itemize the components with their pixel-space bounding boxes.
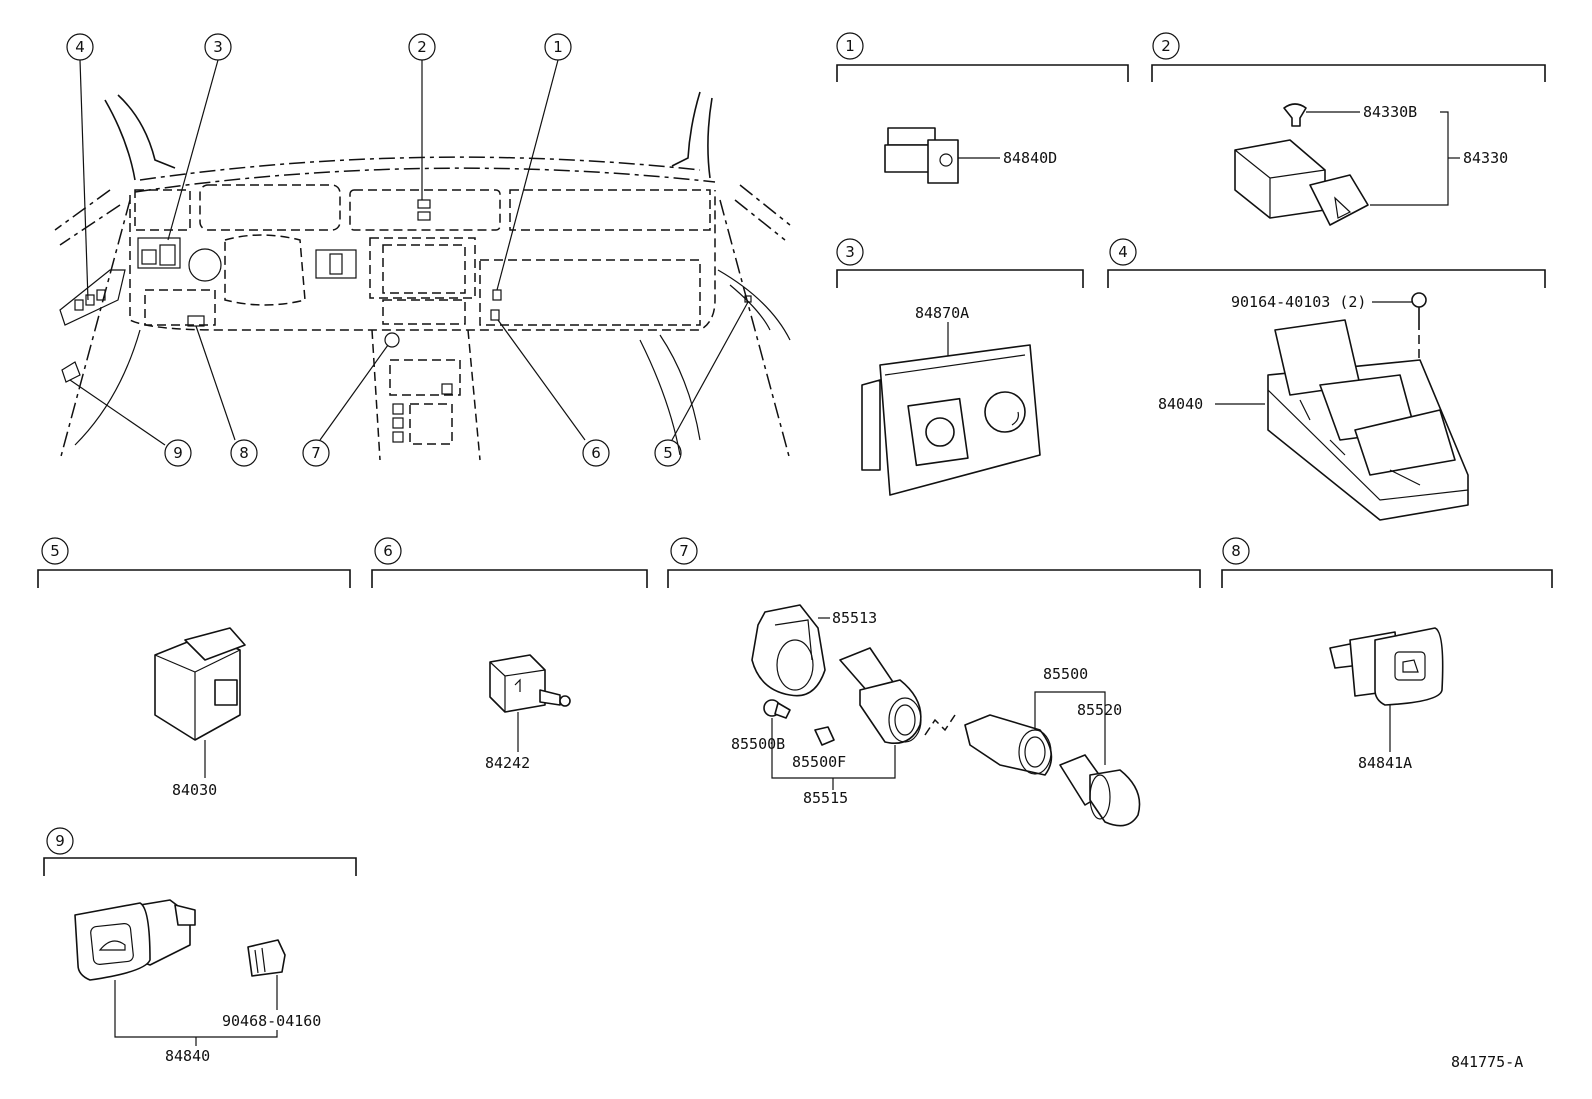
svg-text:7: 7 [311, 444, 321, 462]
label-84840: 84840 [165, 1047, 210, 1065]
label-84242: 84242 [485, 754, 530, 772]
section-9: 9 90468-04160 84840 [43, 827, 357, 1065]
label-90164-40103: 90164-40103 (2) [1231, 293, 1366, 311]
section-6: 6 84242 [371, 537, 648, 772]
dashboard-overview: 4 3 2 1 9 8 7 6 5 [54, 33, 791, 467]
svg-text:9: 9 [173, 444, 183, 462]
svg-text:3: 3 [213, 38, 223, 56]
label-85500B: 85500B [731, 735, 785, 753]
svg-text:5: 5 [50, 542, 60, 560]
svg-text:2: 2 [417, 38, 427, 56]
label-84030: 84030 [172, 781, 217, 799]
svg-text:4: 4 [75, 38, 85, 56]
callout-overview-4: 4 [66, 33, 94, 61]
svg-text:3: 3 [845, 243, 855, 261]
svg-text:1: 1 [845, 37, 855, 55]
callout-overview-2: 2 [408, 33, 436, 61]
label-84840D: 84840D [1003, 149, 1057, 167]
section-4: 4 90164-40103 (2) 84040 [1107, 238, 1546, 521]
part-image-85500-socket [964, 714, 1053, 776]
svg-text:9: 9 [55, 832, 65, 850]
section-3: 3 84870A [836, 238, 1084, 496]
callout-overview-5: 5 [654, 439, 682, 467]
label-84040: 84040 [1158, 395, 1203, 413]
label-90468-04160: 90468-04160 [222, 1012, 321, 1030]
part-image-85500F-cap [814, 726, 835, 746]
section-2: 2 84330B 84330 [1151, 32, 1546, 226]
clip-84330B [1283, 103, 1307, 127]
label-85513: 85513 [832, 609, 877, 627]
callout-overview-9: 9 [164, 439, 192, 467]
svg-text:1: 1 [553, 38, 563, 56]
svg-text:8: 8 [239, 444, 249, 462]
part-image-84841A [1329, 627, 1444, 706]
callout-overview-6: 6 [582, 439, 610, 467]
part-image-84840D [884, 127, 959, 184]
screw-90164 [1411, 292, 1427, 330]
label-85500F: 85500F [792, 753, 846, 771]
svg-text:7: 7 [679, 542, 689, 560]
label-84330: 84330 [1463, 149, 1508, 167]
part-image-85515-housing [839, 647, 922, 744]
label-84330B: 84330B [1363, 103, 1417, 121]
part-image-84242 [489, 654, 571, 713]
callout-overview-7: 7 [302, 439, 330, 467]
part-image-90468-04160 [247, 939, 286, 977]
part-image-84040 [1267, 319, 1469, 521]
section-5: 5 84030 [37, 537, 351, 799]
svg-text:6: 6 [591, 444, 601, 462]
label-84841A: 84841A [1358, 754, 1412, 772]
label-85520: 85520 [1077, 701, 1122, 719]
callout-overview-8: 8 [230, 439, 258, 467]
callout-overview-3: 3 [204, 33, 232, 61]
part-image-84840 [74, 899, 196, 981]
svg-text:2: 2 [1161, 37, 1171, 55]
part-image-85513 [751, 604, 826, 697]
svg-text:6: 6 [383, 542, 393, 560]
part-image-85500B-bulb [763, 699, 791, 719]
diagram-code: 841775-A [1451, 1053, 1523, 1071]
section-1: 1 84840D [836, 32, 1129, 184]
section-7: 7 85513 85500B 85500F 85515 [667, 537, 1201, 827]
part-image-85520-lighter [1059, 754, 1141, 827]
callout-overview-1: 1 [544, 33, 572, 61]
part-image-84330 [1234, 139, 1369, 226]
label-84870A: 84870A [915, 304, 969, 322]
svg-text:8: 8 [1231, 542, 1241, 560]
section-8: 8 84841A [1221, 537, 1553, 772]
part-image-84870A [861, 344, 1041, 496]
part-image-84030 [154, 627, 246, 741]
svg-text:5: 5 [663, 444, 673, 462]
label-85500: 85500 [1043, 665, 1088, 683]
label-85515: 85515 [803, 789, 848, 807]
svg-text:4: 4 [1118, 243, 1128, 261]
